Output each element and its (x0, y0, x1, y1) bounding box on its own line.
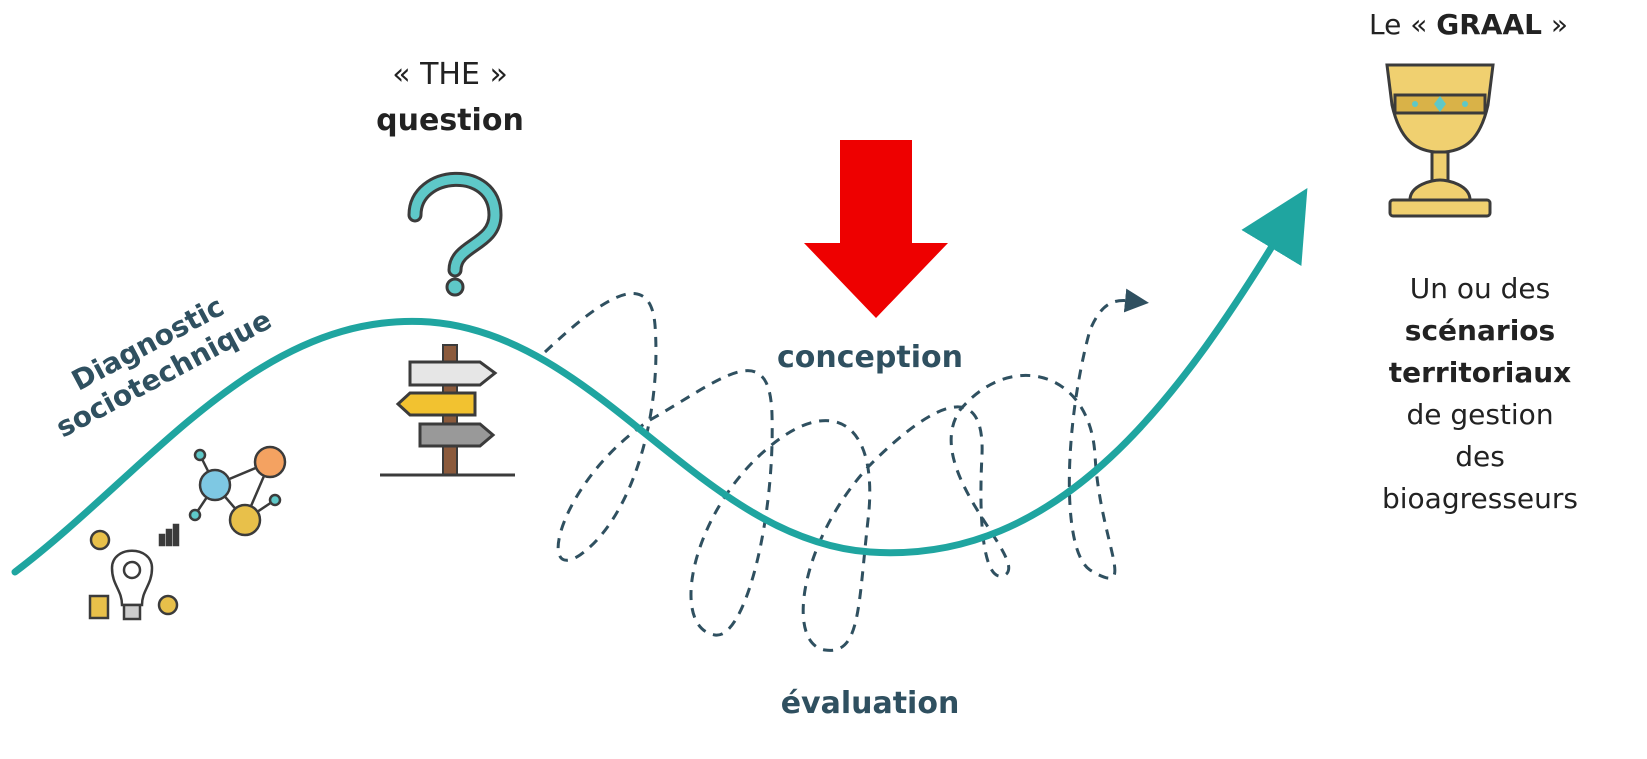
result-line-4: de gestion (1406, 398, 1554, 431)
graal-word: GRAAL (1436, 8, 1542, 41)
result-line-6: bioagresseurs (1382, 482, 1578, 515)
conception-label: conception (777, 340, 963, 375)
the-quote-text: « THE » (392, 57, 508, 92)
signpost-icon (380, 344, 515, 477)
result-line-3: territoriaux (1388, 356, 1572, 389)
question-mark-icon (407, 171, 503, 297)
question-text: question (376, 103, 524, 138)
graal-suffix: » (1541, 8, 1569, 41)
idea-bulb-icon (88, 523, 180, 621)
result-line-1: Un ou des (1409, 272, 1551, 305)
grail-cup-icon (1385, 63, 1495, 218)
graal-prefix: Le « (1368, 8, 1437, 41)
graal-title: Le « GRAAL » (1290, 8, 1647, 41)
result-line-2: scénarios (1404, 314, 1556, 347)
down-arrow-icon (804, 140, 948, 318)
result-line-5: des (1455, 440, 1505, 473)
main-curve (11, 188, 1308, 576)
the-question-label: « THE » question (340, 52, 560, 144)
evaluation-label: évaluation (780, 686, 960, 721)
result-description: Un ou des scénarios territoriaux de gest… (1320, 268, 1640, 520)
network-people-icon (188, 445, 287, 537)
